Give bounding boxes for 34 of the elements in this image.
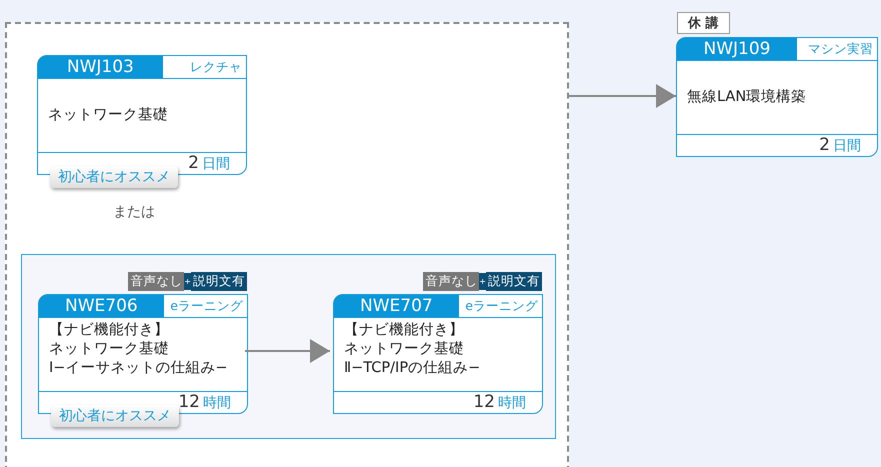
duration-number: 2 (819, 135, 830, 155)
arrow (569, 84, 676, 108)
duration-number: 2 (188, 153, 199, 173)
cancelled-label: 休 講 (677, 12, 730, 34)
course-title: 【ナビ機能付き】ネットワーク基礎 Ⅰ−イーサネットの仕組み− (49, 321, 229, 378)
duration-number: 12 (473, 392, 495, 412)
or-text: または (113, 203, 155, 221)
course-type-label: レクチャ (189, 58, 243, 76)
course-type-label: eラーニング (464, 297, 539, 315)
recommendation-badge: 初心者にオススメ (51, 405, 179, 427)
course-code: NWJ103 (38, 56, 163, 78)
recommendation-badge: 初心者にオススメ (50, 166, 178, 188)
course-title: ネットワーク基礎 (48, 106, 168, 125)
course-code: NWE706 (39, 295, 164, 317)
dashed-frame (5, 22, 569, 467)
group-panel (21, 254, 556, 439)
course-title: 【ナビ機能付き】ネットワーク基礎 Ⅱ−TCP/IPの仕組み− (344, 321, 482, 378)
arrow (245, 339, 330, 363)
course-code: NWJ109 (677, 38, 797, 60)
duration-unit: 時間 (498, 395, 526, 411)
duration-unit: 日間 (833, 138, 861, 154)
course-code: NWE707 (334, 295, 459, 317)
course-title: 無線LAN環境構築 (687, 88, 806, 107)
caption-tag: 説明文有 (191, 272, 247, 291)
course-type-label: eラーニング (169, 297, 244, 315)
duration-number: 12 (178, 392, 200, 412)
caption-tag: 説明文有 (486, 272, 542, 291)
audio-tag: 音声なし (423, 272, 480, 291)
duration-unit: 日間 (202, 156, 230, 172)
audio-tag: 音声なし (128, 272, 184, 291)
duration-unit: 時間 (203, 395, 231, 411)
plus-sign: + (184, 273, 191, 290)
course-type-label: マシン実習 (807, 40, 874, 58)
plus-sign: + (479, 273, 486, 290)
